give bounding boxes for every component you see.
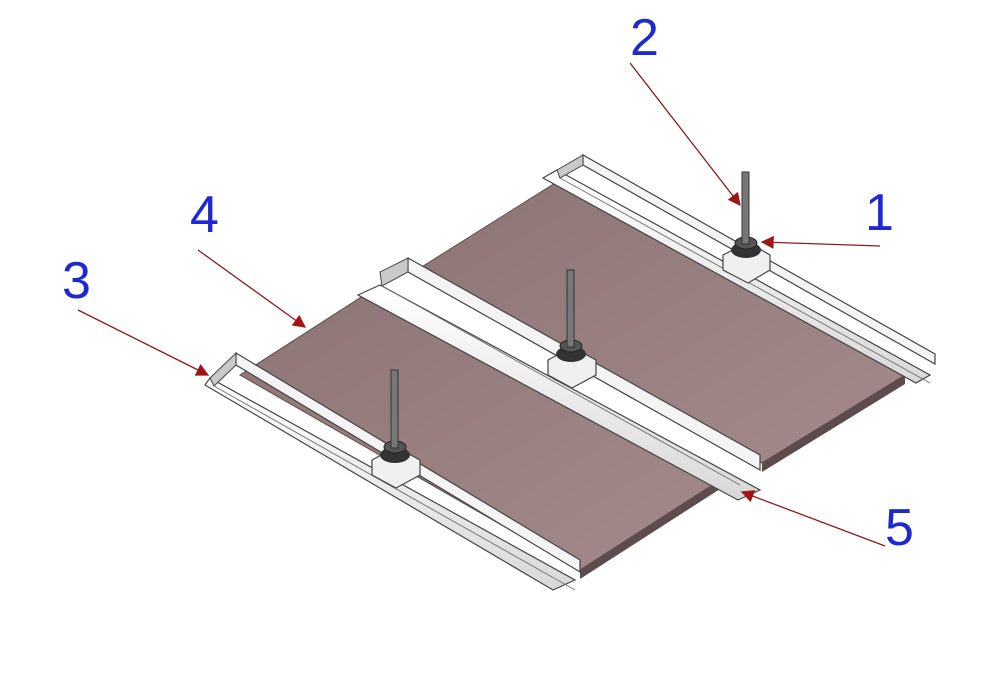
bolt-assembly-left [371, 369, 421, 489]
callout-label-1: 1 [865, 184, 894, 242]
callout-label-3: 3 [62, 252, 91, 310]
leader-lines [77, 62, 886, 547]
bolt-assembly-right [722, 171, 771, 284]
leader-4 [197, 249, 307, 328]
threaded-rod-icon [741, 171, 750, 245]
bolt-assembly-center [547, 269, 597, 389]
leader-5 [740, 490, 886, 547]
callout-label-5: 5 [885, 499, 914, 557]
leader-3 [77, 309, 210, 376]
callout-label-4: 4 [190, 186, 219, 244]
callout-labels: 1 2 3 4 5 [62, 9, 914, 557]
callout-label-2: 2 [630, 9, 659, 67]
leader-1 [760, 235, 881, 249]
leader-2 [629, 62, 741, 207]
threaded-rod-icon [566, 269, 575, 348]
threaded-rod-icon [390, 369, 399, 449]
